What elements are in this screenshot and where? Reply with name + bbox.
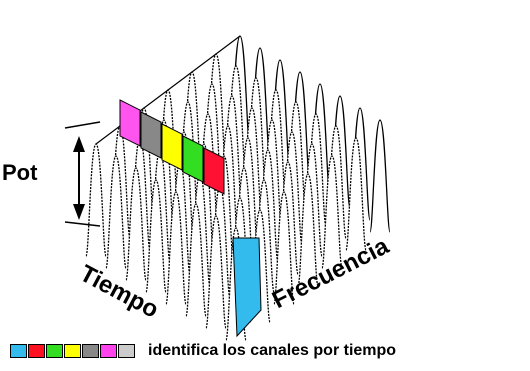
legend-swatch-6 — [118, 344, 135, 358]
legend-swatch-1 — [28, 344, 45, 358]
legend-swatch-3 — [64, 344, 81, 358]
power-double-arrow — [64, 121, 101, 227]
channel-slot-5 — [232, 237, 262, 338]
channel-slot-3 — [182, 135, 204, 183]
legend-swatch-5 — [100, 344, 117, 358]
frequency-time-ridges — [85, 35, 391, 341]
channel-slot-4 — [203, 147, 225, 195]
legend: identifica los canales por tiempo — [10, 340, 396, 362]
legend-swatch-2 — [46, 344, 63, 358]
channel-slot-0 — [119, 99, 141, 147]
channel-slot-2 — [161, 123, 183, 171]
legend-swatches — [10, 344, 136, 358]
legend-text: identifica los canales por tiempo — [148, 342, 397, 359]
legend-swatch-0 — [10, 344, 27, 358]
channel-time-slots — [119, 99, 262, 338]
power-label: Pot — [2, 160, 38, 185]
channel-slot-1 — [140, 111, 162, 159]
legend-swatch-4 — [82, 344, 99, 358]
